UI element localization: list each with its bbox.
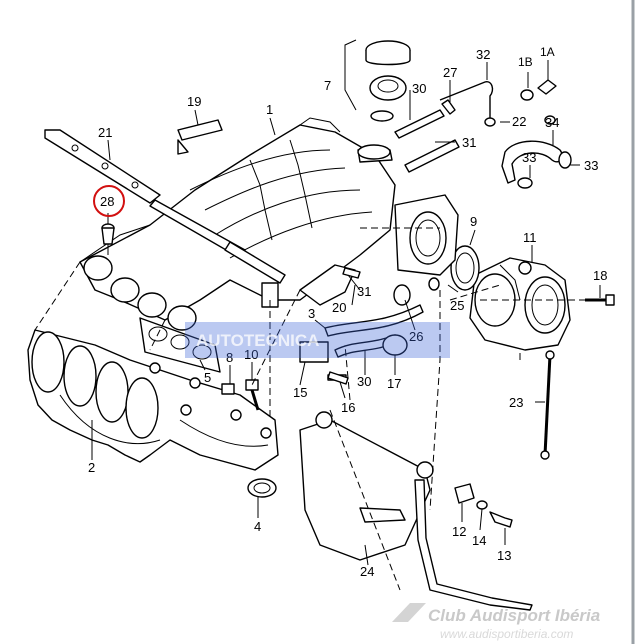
assembly-guide-lines [34,227,585,591]
part-breather-hoses [394,81,494,173]
callout-33-right: 33 [584,158,598,173]
callout-4: 4 [254,519,261,534]
part-oil-cap [344,39,411,163]
callout-28: 28 [100,194,114,209]
part-bolt-28 [101,223,115,255]
leader-lines [91,60,601,566]
part-intake-flange [394,194,459,276]
part-bolt-18 [585,294,615,306]
callout-2: 2 [88,460,95,475]
callout-15: 15 [293,385,307,400]
part-exhaust-manifold [27,329,279,471]
callout-17: 17 [387,376,401,391]
callout-1b: 1B [518,55,533,69]
part-hose-33 [501,140,572,189]
part-injector-clip [177,119,223,155]
callout-23: 23 [509,395,523,410]
callout-30-bottom: 30 [357,374,371,389]
watermark-club-logo: Club Audisport Ibéria www.audisportiberi… [392,603,600,641]
callout-7: 7 [324,78,331,93]
club-name-text: Club Audisport Ibéria [428,606,600,625]
part-stud-nut [454,483,513,528]
callout-12: 12 [452,524,466,539]
callout-9: 9 [470,214,477,229]
part-gasket-5 [139,317,221,373]
part-clips-small [484,79,557,127]
callout-10: 10 [244,347,258,362]
callout-1: 1 [266,102,273,117]
part-heat-shield [299,411,533,611]
callout-14: 14 [472,533,486,548]
callout-13: 13 [497,548,511,563]
callout-3: 3 [308,306,315,321]
callout-27: 27 [443,65,457,80]
callout-16: 16 [341,400,355,415]
callout-24: 24 [360,564,374,579]
callout-5: 5 [204,370,211,385]
callout-19: 19 [187,94,201,109]
highlight-circle-28 [93,185,125,217]
callout-11: 11 [523,230,537,245]
club-url-text: www.audisportiberia.com [440,627,573,641]
callout-31-bottom: 31 [357,284,371,299]
part-fuel-rail [44,129,286,284]
callout-31-top: 31 [462,135,476,150]
part-throttle-gasket [450,245,480,291]
callout-32: 32 [476,47,490,62]
watermark-center-text: AUTOTECNICA [196,331,319,350]
part-bracket-23 [540,350,555,460]
callout-34: 34 [545,115,559,130]
part-throttle-body [469,257,571,351]
callout-1a: 1A [540,45,555,59]
watermark-autotecnica: AUTOTECNICA [185,322,450,358]
callout-18: 18 [593,268,607,283]
callout-20: 20 [332,300,346,315]
callout-21: 21 [98,125,112,140]
callout-8: 8 [226,350,233,365]
part-intake-manifold [79,117,396,331]
callout-33-left: 33 [522,150,536,165]
callout-26: 26 [409,329,423,344]
callout-25: 25 [450,298,464,313]
part-bolts-8-10 [221,379,277,498]
callout-22: 22 [512,114,526,129]
part-bolt-16 [327,371,349,385]
callout-labels: 1 1A 1B 2 3 4 5 7 8 9 10 11 12 13 14 15 … [88,45,607,579]
callout-30-top: 30 [412,81,426,96]
